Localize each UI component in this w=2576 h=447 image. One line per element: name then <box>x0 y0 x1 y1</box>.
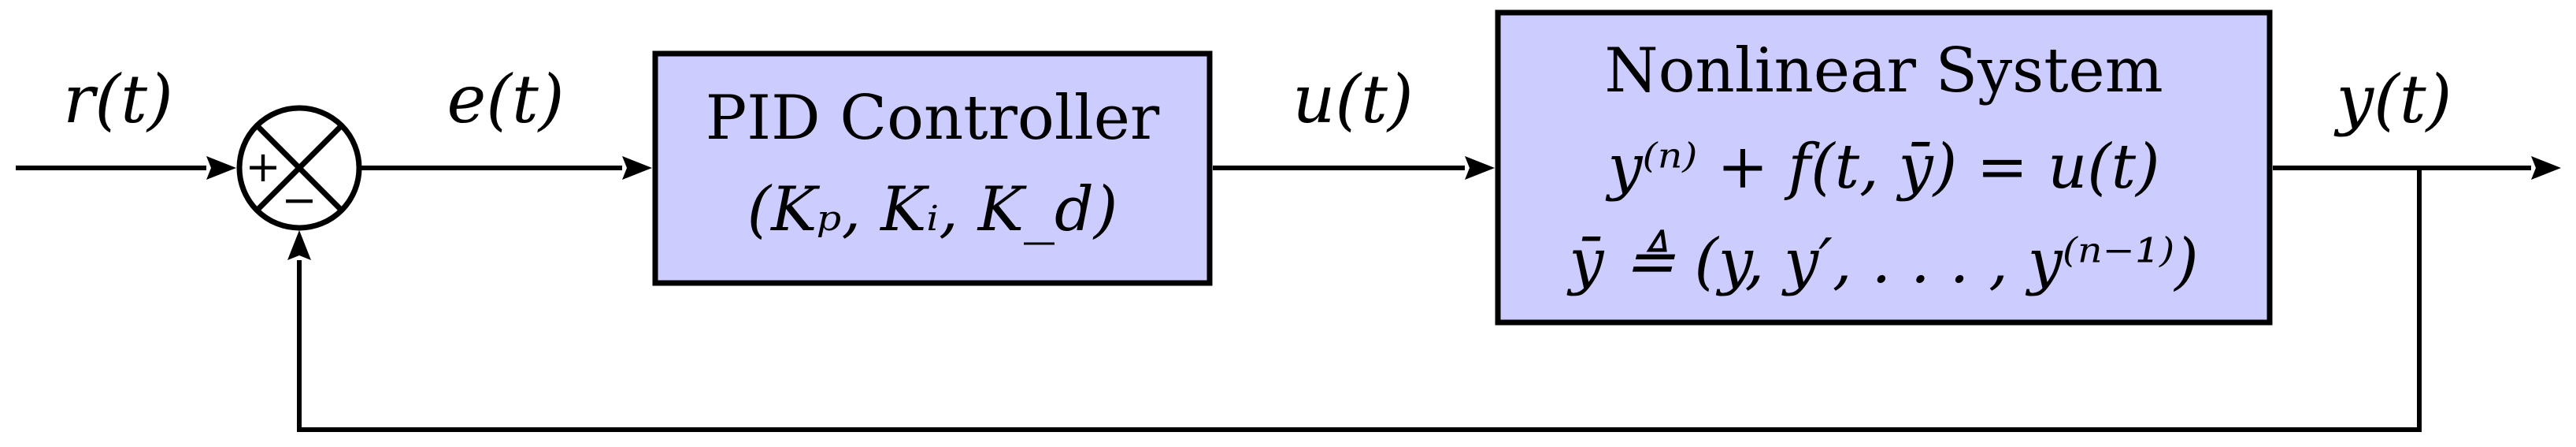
nonlinear-system-title: Nonlinear System <box>1604 35 2163 106</box>
nonlinear-system-block: Nonlinear System y⁽ⁿ⁾ + f(t, ȳ) = u(t) ȳ… <box>1495 9 2273 326</box>
pid-controller-params: (Kₚ, Kᵢ, K_d) <box>747 174 1118 245</box>
output-signal-label: y(t) <box>2333 61 2452 138</box>
output-arrowhead <box>2531 156 2561 180</box>
nonlinear-system-state-def: ȳ ≜ (y, y′, . . . , y⁽ⁿ⁻¹⁾) <box>1566 226 2198 297</box>
feedback-wire <box>297 168 2422 432</box>
nonlinear-system-equation: y⁽ⁿ⁾ + f(t, ȳ) = u(t) <box>1605 132 2159 203</box>
reference-signal-label: r(t) <box>63 61 172 138</box>
pid-controller-block: PID Controller (Kₚ, Kᵢ, K_d) <box>652 50 1213 286</box>
minus-sign: − <box>281 175 317 225</box>
summing-junction: + − <box>236 105 362 231</box>
error-arrowhead <box>622 156 652 180</box>
input-arrowhead <box>206 156 236 180</box>
control-arrowhead <box>1465 156 1495 180</box>
pid-controller-title: PID Controller <box>706 83 1160 154</box>
error-signal-label: e(t) <box>447 61 564 138</box>
feedback-arrowhead <box>287 230 311 260</box>
control-signal-label: u(t) <box>1292 61 1413 138</box>
plus-sign: + <box>245 142 280 192</box>
